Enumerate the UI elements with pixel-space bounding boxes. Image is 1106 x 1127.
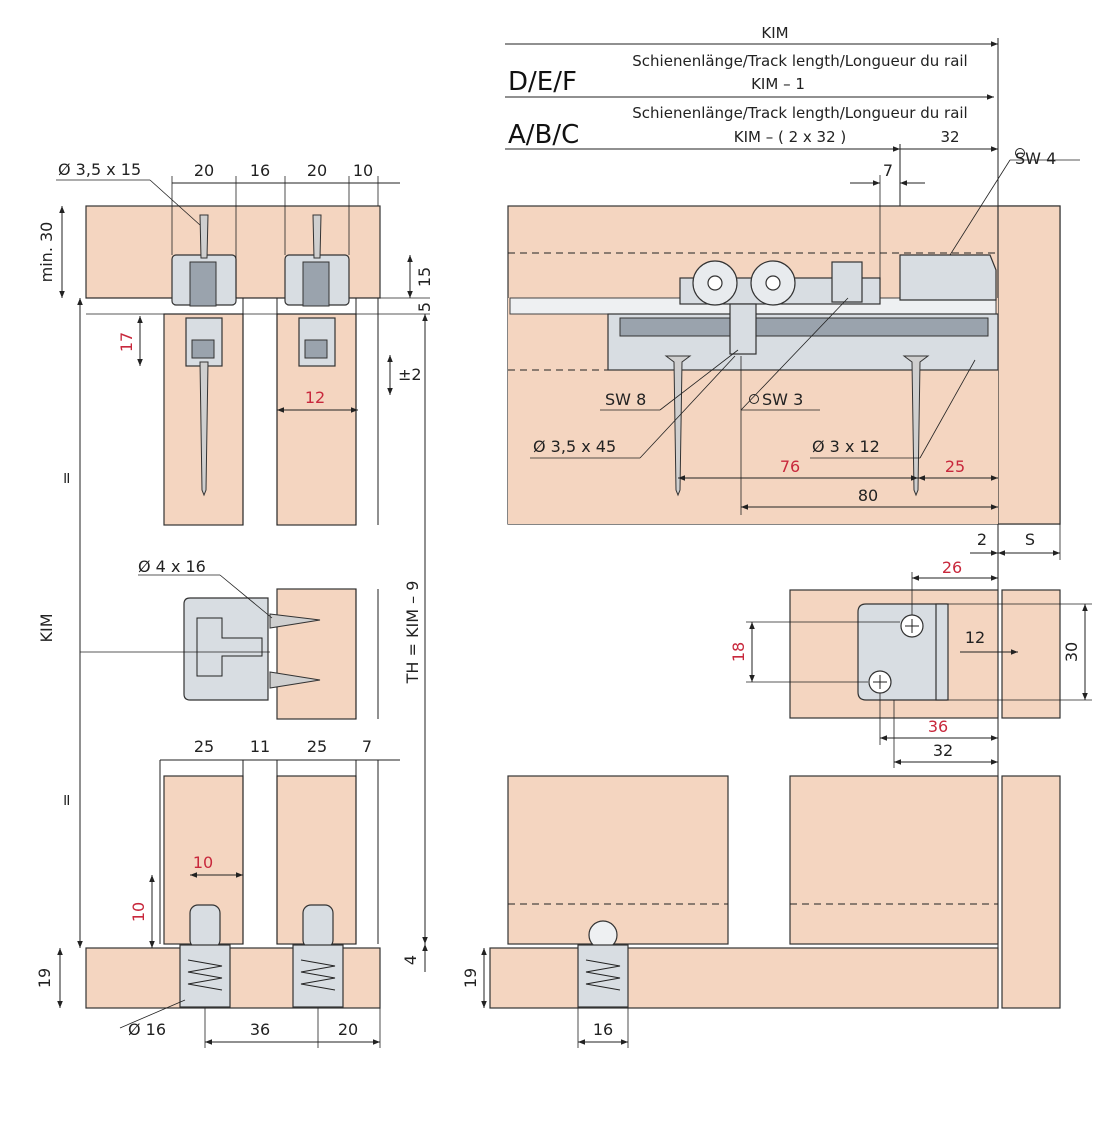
label-s: S <box>1025 530 1035 549</box>
label-4: 4 <box>401 955 420 965</box>
label-eq-lower: = <box>57 793 76 806</box>
header-row1-label: Schienenlänge/Track length/Longueur du r… <box>632 52 967 70</box>
label-screw-top: Ø 3,5 x 15 <box>58 160 141 179</box>
label-80: 80 <box>858 486 878 505</box>
label-th: TH = KIM – 9 <box>403 581 422 685</box>
label-dia16: Ø 16 <box>128 1020 166 1039</box>
label-10-vertical: 10 <box>129 902 148 922</box>
label-12: 12 <box>305 388 325 407</box>
label-36-left: 36 <box>250 1020 270 1039</box>
label-stop-12: 12 <box>965 628 985 647</box>
label-2: 2 <box>977 530 987 549</box>
door-panel-2-mid <box>276 588 357 720</box>
label-kim: KIM <box>37 613 56 642</box>
bottom-door-right <box>789 775 999 945</box>
top-screw-2 <box>312 214 322 259</box>
right-bottom-view: 19 16 <box>461 775 1061 1048</box>
label-19-left: 19 <box>35 968 54 988</box>
floor-guide <box>577 920 629 1008</box>
guide-bracket <box>183 597 321 701</box>
label-stop-36: 36 <box>928 717 948 736</box>
track-length-header: KIM D/E/F Schienenlänge/Track length/Lon… <box>505 24 999 1008</box>
label-7: 7 <box>883 161 893 180</box>
bottom-wall <box>1001 775 1061 1009</box>
floor-board-right <box>489 947 999 1009</box>
left-section-view: Ø 3,5 x 15 20 16 20 10 min. 30 15 5 17 1… <box>35 160 434 1048</box>
label-76: 76 <box>780 457 800 476</box>
label-bottom-25a: 25 <box>194 737 214 756</box>
header-row2-right: 32 <box>940 128 959 146</box>
label-19-right: 19 <box>461 968 480 988</box>
label-stop-26: 26 <box>942 558 962 577</box>
label-sw4: SW 4 <box>1015 149 1056 168</box>
top-screw-1 <box>199 214 209 497</box>
label-bottom-11: 11 <box>250 737 270 756</box>
top-roller-1 <box>171 254 237 367</box>
screw-3-5x45 <box>664 355 692 497</box>
label-top-20a: 20 <box>194 161 214 180</box>
label-screw-b: Ø 3 x 12 <box>812 437 880 456</box>
stop-detail-view: 26 18 12 30 36 32 <box>729 558 1092 768</box>
bottom-guide-1 <box>179 904 231 1008</box>
label-bottom-25b: 25 <box>307 737 327 756</box>
label-min30: min. 30 <box>37 222 56 283</box>
label-17: 17 <box>117 332 136 352</box>
screw-3x12 <box>902 355 930 497</box>
header-row2-label: Schienenlänge/Track length/Longueur du r… <box>632 104 967 122</box>
label-5: 5 <box>415 302 434 312</box>
label-top-16: 16 <box>250 161 270 180</box>
label-stop-32: 32 <box>933 741 953 760</box>
top-roller-2 <box>284 254 350 367</box>
label-top-20b: 20 <box>307 161 327 180</box>
header-row1-formula: KIM – 1 <box>751 75 805 93</box>
stop-wall <box>1001 589 1061 719</box>
label-screw-a: Ø 3,5 x 45 <box>533 437 616 456</box>
header-kim: KIM <box>761 24 788 42</box>
label-20-left: 20 <box>338 1020 358 1039</box>
label-stop-30: 30 <box>1062 642 1081 662</box>
label-16-right: 16 <box>593 1020 613 1039</box>
label-eq-upper: = <box>57 471 76 484</box>
label-sw8: SW 8 <box>605 390 646 409</box>
header-row1-code: D/E/F <box>508 67 577 97</box>
label-10-horizontal: 10 <box>193 853 213 872</box>
bottom-door-left <box>507 775 729 945</box>
label-25: 25 <box>945 457 965 476</box>
label-top-10: 10 <box>353 161 373 180</box>
right-top-view: SW 4 7 SW 8 SW 3 Ø 3,5 x 45 Ø 3 x 12 76 … <box>507 148 1080 560</box>
label-stop-18: 18 <box>729 642 748 662</box>
label-15: 15 <box>415 267 434 287</box>
label-screw-mid: Ø 4 x 16 <box>138 557 206 576</box>
end-stop-block <box>899 254 997 301</box>
label-bottom-7: 7 <box>362 737 372 756</box>
side-wall-right <box>997 205 1061 525</box>
roller-carriage <box>679 260 881 355</box>
header-row2-formula: KIM – ( 2 x 32 ) <box>734 128 847 146</box>
label-sw3: SW 3 <box>762 390 803 409</box>
header-row2-code: A/B/C <box>508 120 579 150</box>
bottom-guide-2 <box>292 904 344 1008</box>
label-pm2: ±2 <box>398 365 422 384</box>
